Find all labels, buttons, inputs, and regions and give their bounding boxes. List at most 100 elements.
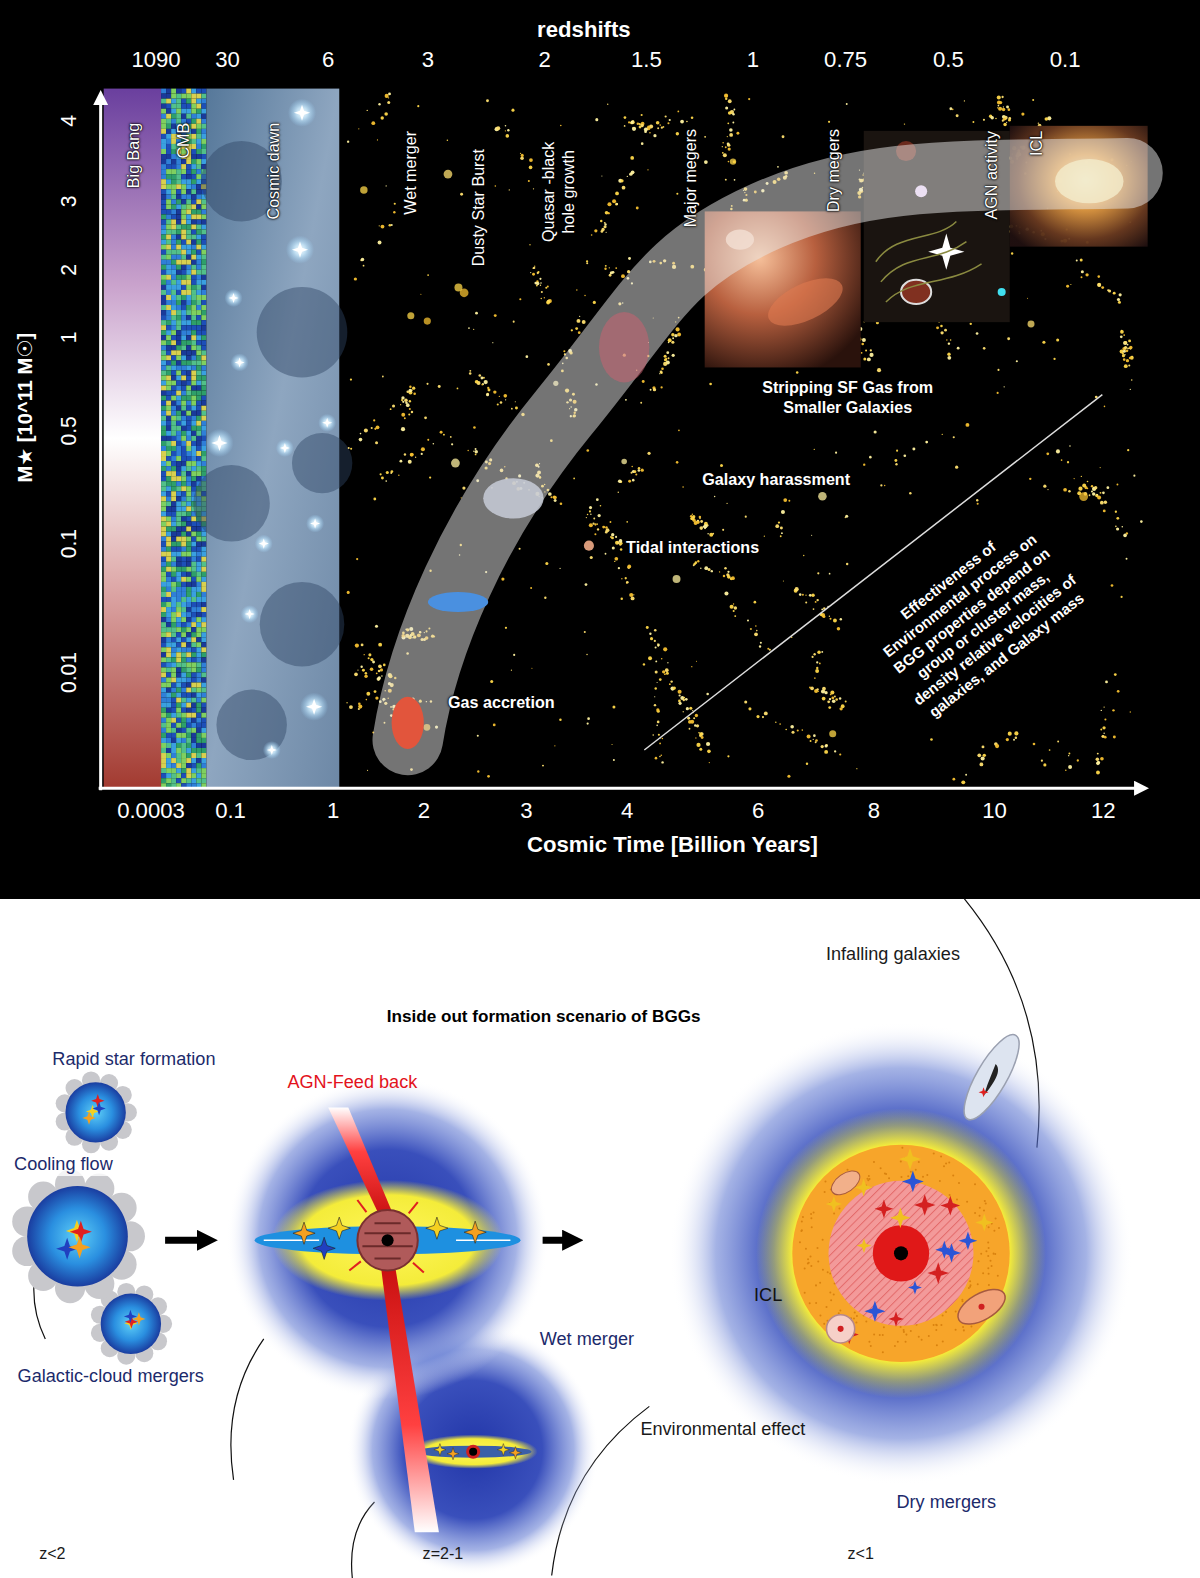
art-circle — [358, 708, 360, 710]
art-rect — [161, 506, 166, 511]
art-rect — [166, 672, 171, 677]
art-rect — [186, 441, 191, 446]
art-rect — [191, 582, 196, 587]
art-circle — [866, 183, 867, 184]
art-rect — [186, 647, 191, 652]
art-circle — [917, 275, 920, 278]
art-rect — [161, 350, 166, 355]
art-rect — [161, 300, 166, 305]
art-rect — [176, 723, 181, 728]
art-circle — [392, 404, 395, 407]
art-rect — [191, 471, 196, 476]
art-rect — [196, 773, 201, 778]
art-circle — [1104, 719, 1106, 721]
art-circle — [730, 605, 734, 609]
art-rect — [171, 547, 176, 552]
art-rect — [186, 778, 191, 783]
art-rect — [191, 209, 196, 214]
art-circle — [520, 157, 524, 161]
art-rect — [201, 290, 206, 295]
art-rect — [176, 577, 181, 582]
art-rect — [161, 783, 166, 788]
art-rect — [161, 527, 166, 532]
art-rect — [176, 315, 181, 320]
art-rect — [166, 204, 171, 209]
art-circle — [1060, 240, 1063, 243]
art-rect — [196, 305, 201, 310]
art-rect — [191, 240, 196, 245]
art-circle — [686, 707, 689, 710]
art-rect — [196, 159, 201, 164]
art-rect — [186, 567, 191, 572]
art-rect — [191, 224, 196, 229]
art-rect — [191, 381, 196, 386]
art-circle — [675, 327, 679, 331]
art-rect — [171, 723, 176, 728]
art-rect — [181, 245, 186, 250]
art-rect — [196, 431, 201, 436]
art-rect — [176, 335, 181, 340]
art-circle — [888, 176, 890, 178]
art-rect — [201, 401, 206, 406]
art-circle — [390, 408, 392, 410]
art-circle — [722, 152, 724, 154]
art-rect — [181, 552, 186, 557]
art-rect — [201, 461, 206, 466]
art-rect — [201, 698, 206, 703]
art-circle — [1006, 122, 1007, 123]
art-rect — [191, 753, 196, 758]
art-circle — [894, 177, 895, 178]
art-circle — [834, 696, 836, 698]
art-rect — [191, 340, 196, 345]
art-rect — [166, 305, 171, 310]
art-path — [280, 443, 290, 453]
art-rect — [161, 406, 166, 411]
art-rect — [166, 154, 171, 159]
art-circle — [729, 128, 733, 132]
art-circle — [1002, 108, 1006, 112]
art-circle — [1120, 349, 1124, 353]
art-rect — [186, 89, 191, 94]
art-circle — [1123, 334, 1125, 336]
art-circle — [700, 732, 704, 736]
art-rect — [171, 562, 176, 567]
art-rect — [161, 562, 166, 567]
art-rect — [171, 501, 176, 506]
art-rect — [176, 652, 181, 657]
art-rect — [161, 295, 166, 300]
art-rect — [161, 511, 166, 516]
art-circle — [693, 717, 695, 719]
art-rect — [161, 537, 166, 542]
art-rect — [201, 527, 206, 532]
art-rect — [186, 315, 191, 320]
art-rect — [201, 587, 206, 592]
art-circle — [868, 174, 870, 176]
art-rect — [191, 436, 196, 441]
art-circle — [1095, 494, 1098, 497]
art-rect — [176, 441, 181, 446]
art-rect — [176, 743, 181, 748]
art-rect — [161, 89, 166, 94]
art-rect — [196, 355, 201, 360]
art-circle — [940, 331, 943, 334]
art-rect — [191, 285, 196, 290]
art-rect — [196, 245, 201, 250]
art-circle — [366, 699, 368, 701]
art-rect — [166, 350, 171, 355]
art-circle — [727, 571, 729, 573]
art-rect — [191, 174, 196, 179]
art-rect — [201, 617, 206, 622]
art-rect — [176, 230, 181, 235]
art-rect — [186, 773, 191, 778]
art-circle — [936, 248, 940, 252]
art-circle — [1122, 354, 1125, 357]
art-rect — [161, 396, 166, 401]
art-rect — [161, 557, 166, 562]
art-rect — [176, 758, 181, 763]
art-circle — [666, 351, 669, 354]
art-rect — [196, 547, 201, 552]
art-circle — [423, 638, 426, 641]
art-rect — [181, 763, 186, 768]
art-circle — [417, 633, 421, 637]
art-circle — [744, 187, 748, 191]
